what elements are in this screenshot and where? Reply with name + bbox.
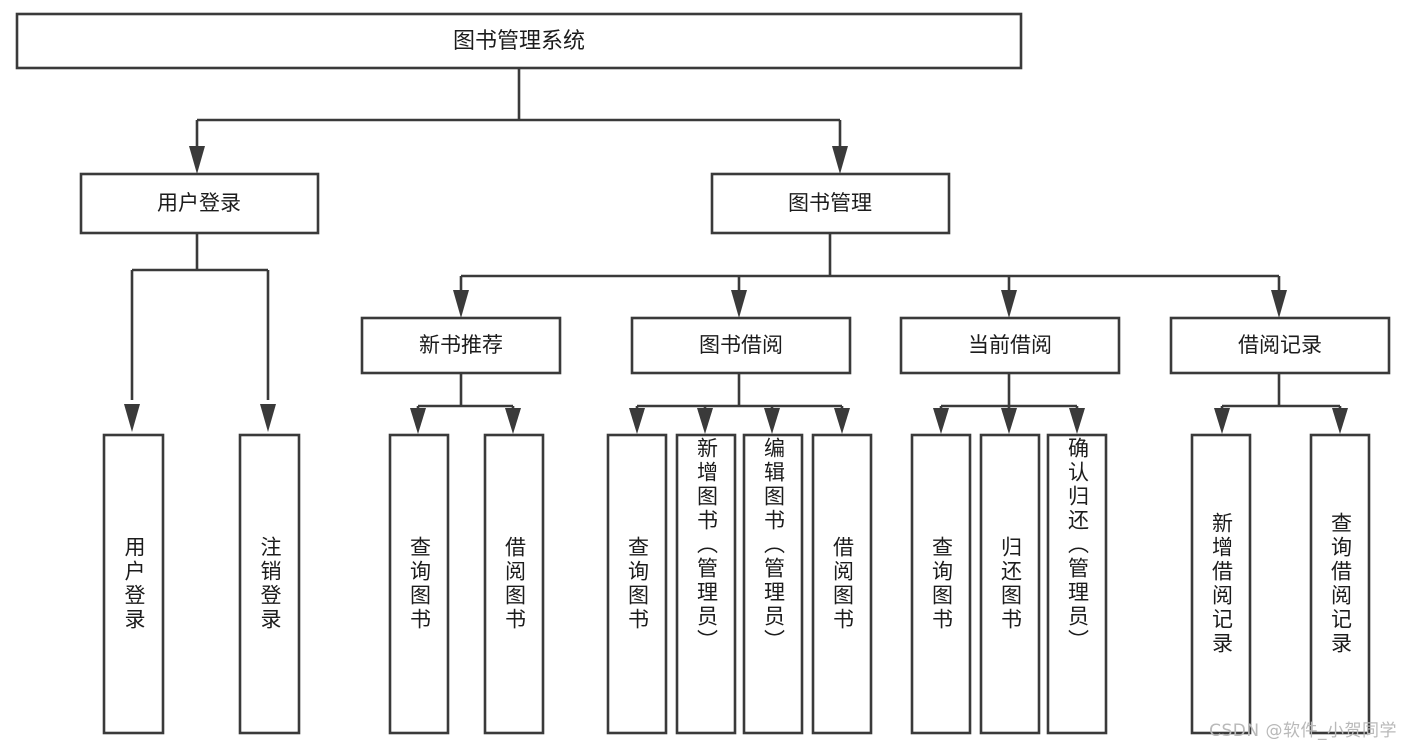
leaf-box-query-book-2[interactable] <box>606 433 668 735</box>
node-new-book-recommend-label: 新书推荐 <box>419 333 503 357</box>
leaf-boxes-new-book-recommend <box>388 433 545 735</box>
arrow-to-leaf-add-book <box>697 408 713 434</box>
leaf-box-edit-book[interactable] <box>742 433 804 735</box>
leaf-box-add-book[interactable] <box>675 433 737 735</box>
arrow-to-new-book-recommend <box>453 290 469 318</box>
node-book-manage[interactable]: 图书管理 <box>710 172 951 235</box>
connector-group-bookborrow-to-leaves <box>629 373 850 434</box>
arrow-to-leaf-confirm-return <box>1069 408 1085 434</box>
arrow-to-leaf-user-login <box>124 404 140 432</box>
arrow-to-leaf-borrow-book-2 <box>834 408 850 434</box>
node-current-borrow-label: 当前借阅 <box>968 333 1052 357</box>
node-current-borrow[interactable]: 当前借阅 <box>899 316 1121 375</box>
leaf-boxes-user-login <box>102 433 301 735</box>
arrow-to-leaf-query-book-1 <box>410 408 426 434</box>
node-book-manage-box[interactable] <box>710 172 951 235</box>
leaf-box-add-record[interactable] <box>1190 433 1252 735</box>
leaf-box-query-record[interactable] <box>1309 433 1371 735</box>
arrow-to-leaf-logout <box>260 404 276 432</box>
arrow-to-leaf-query-book-3 <box>933 408 949 434</box>
leaf-boxes-borrow-record <box>1190 433 1371 735</box>
connector-group-newbook-to-leaves <box>410 373 521 434</box>
node-book-borrow-label: 图书借阅 <box>699 333 783 357</box>
arrow-to-user-login <box>189 146 205 174</box>
arrow-to-leaf-add-record <box>1214 408 1230 434</box>
arrow-to-book-borrow <box>731 290 747 318</box>
leaf-boxes-book-borrow <box>606 433 873 735</box>
connector-group-bookmanage-to-level2 <box>453 233 1287 318</box>
leaf-box-confirm-return[interactable] <box>1046 433 1108 735</box>
connector-newbook-branch <box>416 373 515 416</box>
leaf-box-borrow-book-1[interactable] <box>483 433 545 735</box>
connector-group-borrowrecord-to-leaves <box>1214 373 1348 434</box>
arrow-to-borrow-record <box>1271 290 1287 318</box>
node-user-login[interactable]: 用户登录 <box>79 172 320 235</box>
connector-userlogin-branch <box>130 233 270 400</box>
connector-borrowrecord-branch <box>1220 373 1342 416</box>
leaf-box-query-book-3[interactable] <box>910 433 972 735</box>
leaf-boxes-current-borrow <box>910 433 1108 735</box>
leaf-box-logout[interactable] <box>238 433 301 735</box>
node-current-borrow-box[interactable] <box>899 316 1121 375</box>
connector-bookmanage-branch <box>459 233 1281 300</box>
arrow-to-leaf-query-book-2 <box>629 408 645 434</box>
node-new-book-recommend[interactable]: 新书推荐 <box>360 316 562 375</box>
node-book-borrow[interactable]: 图书借阅 <box>630 316 852 375</box>
arrow-to-leaf-query-record <box>1332 408 1348 434</box>
node-borrow-record[interactable]: 借阅记录 <box>1169 316 1391 375</box>
node-borrow-record-label: 借阅记录 <box>1238 333 1322 357</box>
connector-group-currentborrow-to-leaves <box>933 373 1085 434</box>
connector-group-userlogin-to-leaves <box>124 233 276 432</box>
connector-root-branch <box>195 68 842 160</box>
node-user-login-box[interactable] <box>79 172 320 235</box>
node-new-book-recommend-box[interactable] <box>360 316 562 375</box>
leaf-box-query-book-1[interactable] <box>388 433 450 735</box>
node-book-borrow-box[interactable] <box>630 316 852 375</box>
connector-group-root-to-level1 <box>189 68 848 174</box>
arrow-to-leaf-borrow-book-1 <box>505 408 521 434</box>
arrow-to-leaf-return-book <box>1001 408 1017 434</box>
arrow-to-current-borrow <box>1001 290 1017 318</box>
node-root-label: 图书管理系统 <box>453 29 585 54</box>
node-book-manage-label: 图书管理 <box>788 191 872 215</box>
connector-bookborrow-branch <box>635 373 844 416</box>
leaf-box-return-book[interactable] <box>979 433 1041 735</box>
node-user-login-label: 用户登录 <box>157 191 241 215</box>
arrow-to-leaf-edit-book <box>764 408 780 434</box>
leaf-box-borrow-book-2[interactable] <box>811 433 873 735</box>
node-root-box[interactable] <box>15 12 1023 70</box>
leaf-box-user-login[interactable] <box>102 433 165 735</box>
arrow-to-book-manage <box>832 146 848 174</box>
node-root[interactable]: 图书管理系统 <box>15 12 1023 70</box>
node-borrow-record-box[interactable] <box>1169 316 1391 375</box>
